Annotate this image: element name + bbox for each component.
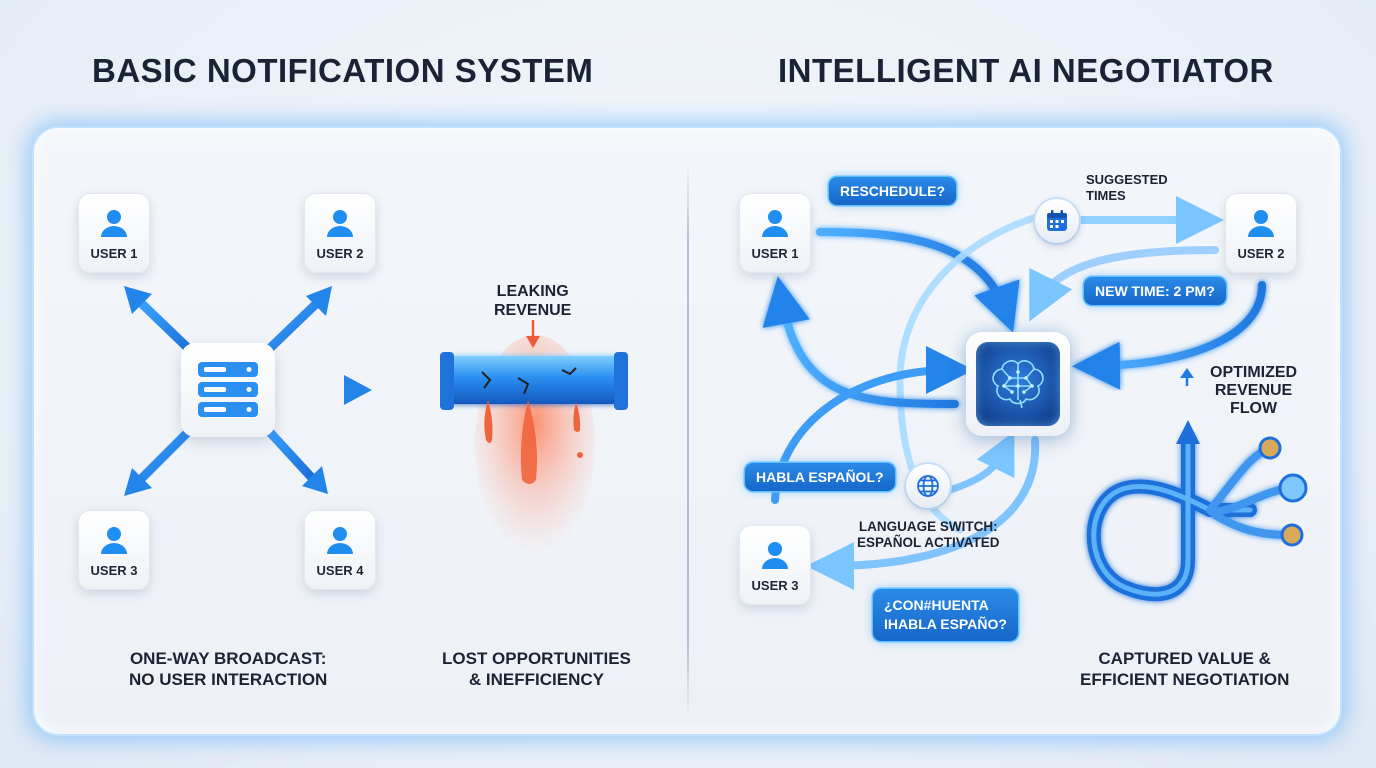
optimized-revenue-label: OPTIMIZED REVENUE FLOW	[1210, 364, 1297, 418]
label-line: LANGUAGE SWITCH:	[858, 519, 998, 534]
label-line: TIMES	[1086, 188, 1126, 203]
caption-line: CAPTURED VALUE &	[1098, 649, 1271, 668]
ai-core-inner	[976, 342, 1060, 426]
bubble-habla-espanol: HABLA ESPAÑOL?	[745, 463, 895, 491]
optimized-flow-arrow	[1180, 368, 1194, 386]
caption-line: NO USER INTERACTION	[129, 670, 328, 689]
label-line: OPTIMIZED	[1210, 364, 1298, 381]
bubble-mixed-language: ¿CON#HUENTA IHABLA ESPAÑO?	[873, 589, 1018, 641]
user-icon	[327, 526, 353, 554]
leak-indicator-arrow	[526, 320, 540, 348]
bubble-text: IHABLA ESPAÑO?	[884, 616, 1007, 632]
bubble-text: RESCHEDULE?	[840, 183, 946, 199]
bubble-text: ¿CON#HUENTA	[884, 597, 989, 613]
caption-one-way-broadcast: ONE-WAY BROADCAST: NO USER INTERACTION	[129, 648, 327, 690]
ai-core-card	[966, 332, 1070, 436]
user-icon	[762, 541, 788, 569]
ai-user-card-1: USER 1	[739, 193, 811, 273]
caption-captured-value: CAPTURED VALUE & EFFICIENT NEGOTIATION	[1080, 648, 1289, 690]
panel-divider	[687, 160, 689, 720]
user-card-2: USER 2	[304, 193, 376, 273]
label-line: SUGGESTED	[1086, 172, 1168, 187]
user-label: USER 1	[90, 245, 138, 261]
user-label: USER 2	[316, 245, 364, 261]
caption-line: EFFICIENT NEGOTIATION	[1080, 670, 1290, 689]
user-label: USER 1	[751, 245, 799, 261]
leaking-revenue-label: LEAKING REVENUE	[494, 282, 571, 320]
arrow-to-user2	[261, 297, 323, 357]
label-line: ESPAÑOL ACTIVATED	[857, 535, 1000, 550]
user-label: USER 3	[90, 562, 138, 578]
leaking-pipe-icon	[440, 335, 628, 555]
calendar-icon	[1035, 199, 1079, 243]
user-card-1: USER 1	[78, 193, 150, 273]
loop-arrow-icon	[1086, 433, 1294, 602]
user-icon	[101, 526, 127, 554]
user-card-4: USER 4	[304, 510, 376, 590]
arrow-to-user3	[135, 423, 197, 485]
bubble-reschedule: RESCHEDULE?	[829, 177, 957, 205]
heading-basic-notification: BASIC NOTIFICATION SYSTEM	[92, 52, 594, 89]
user-icon	[762, 209, 788, 237]
arrow-to-user4	[261, 423, 317, 483]
caption-line: ONE-WAY BROADCAST:	[129, 649, 327, 668]
bubble-text: NEW TIME: 2 PM?	[1095, 283, 1215, 299]
user-label: USER 2	[1237, 245, 1285, 261]
leak-label-line1: LEAKING	[496, 283, 569, 300]
user-label: USER 4	[316, 562, 364, 578]
label-line: REVENUE	[1214, 382, 1293, 399]
caption-line: & INEFFICIENCY	[468, 670, 604, 689]
broadcast-arrowheads	[124, 286, 372, 496]
user-label: USER 3	[751, 577, 799, 593]
ai-user-card-2: USER 2	[1225, 193, 1297, 273]
ai-user-card-3: USER 3	[739, 525, 811, 605]
arrow-to-user1	[135, 297, 197, 357]
language-switch-label: LANGUAGE SWITCH: ESPAÑOL ACTIVATED	[857, 519, 1000, 551]
heading-ai-negotiator: INTELLIGENT AI NEGOTIATOR	[778, 52, 1274, 89]
user-icon	[1248, 209, 1274, 237]
suggested-times-label: SUGGESTED TIMES	[1086, 172, 1168, 204]
bubble-new-time: NEW TIME: 2 PM?	[1084, 277, 1226, 305]
user-card-3: USER 3	[78, 510, 150, 590]
user-icon	[101, 209, 127, 237]
globe-icon	[906, 464, 950, 508]
loop-nodes	[1176, 420, 1308, 547]
server-icon	[198, 362, 258, 417]
broadcast-arrows	[135, 297, 351, 485]
caption-lost-opportunities: LOST OPPORTUNITIES & INEFFICIENCY	[442, 648, 631, 690]
caption-line: LOST OPPORTUNITIES	[442, 649, 631, 668]
label-line: FLOW	[1230, 400, 1278, 417]
bubble-text: HABLA ESPAÑOL?	[756, 469, 884, 485]
leak-label-line2: REVENUE	[494, 302, 572, 319]
brain-icon	[992, 360, 1044, 409]
user-icon	[327, 209, 353, 237]
server-card	[181, 343, 275, 437]
